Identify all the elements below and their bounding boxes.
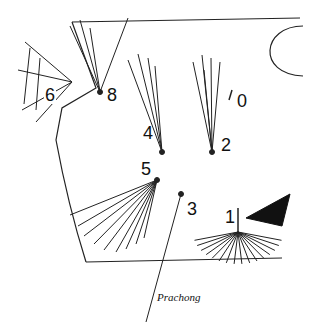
left-edge — [56, 22, 96, 262]
callout-number: 8 — [106, 86, 118, 104]
callout-number: 6 — [44, 86, 56, 104]
top-edge — [72, 18, 300, 22]
callout-number: 5 — [140, 160, 152, 178]
seta-4 — [128, 54, 165, 155]
body-outline — [56, 18, 303, 262]
callout-number: 1 — [224, 208, 236, 226]
callout-number: 4 — [142, 124, 154, 142]
author-label: Prachong — [156, 292, 201, 303]
seta-0 — [229, 90, 232, 100]
seta-8 — [70, 18, 128, 95]
pointer-arrowhead — [246, 194, 290, 226]
bottom-edge — [86, 258, 282, 262]
seta-5 — [70, 178, 160, 253]
seta-1 — [195, 194, 291, 264]
seta-6 — [18, 42, 72, 122]
callout-number: 2 — [220, 136, 232, 154]
seta-2 — [193, 55, 220, 155]
callout-number: 3 — [186, 200, 198, 218]
spiracle-curve — [270, 26, 303, 76]
callout-number: 0 — [236, 92, 248, 110]
